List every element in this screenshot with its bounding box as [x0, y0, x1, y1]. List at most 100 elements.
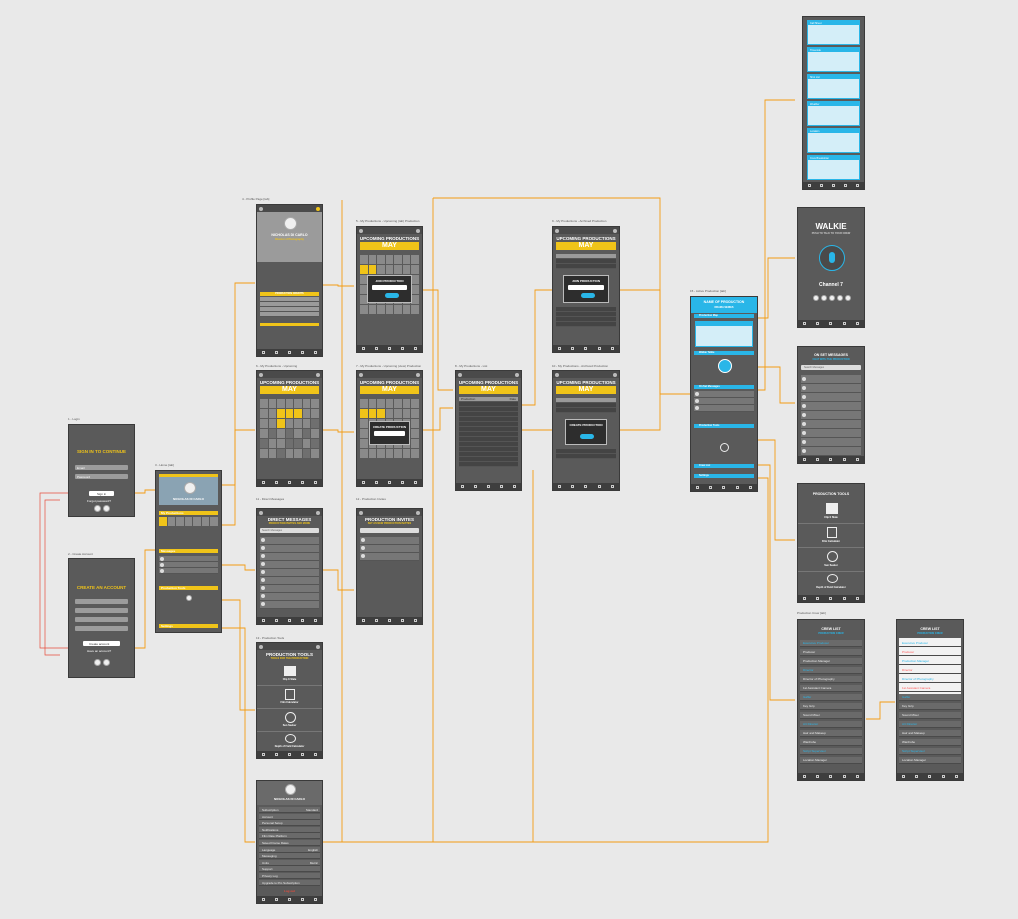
table-row[interactable]: [459, 457, 518, 462]
crew-row[interactable]: Wardrobe: [800, 739, 862, 746]
table-row[interactable]: [459, 437, 518, 442]
list-item[interactable]: [159, 562, 218, 568]
crew-row[interactable]: Director: [800, 667, 862, 674]
list-item[interactable]: [260, 545, 319, 553]
crew-row[interactable]: Sound Mixer: [899, 712, 961, 719]
crew-row[interactable]: Wardrobe: [899, 739, 961, 746]
dialog-input[interactable]: [568, 285, 604, 290]
login-signin-button[interactable]: Sign in: [89, 491, 114, 496]
list-item[interactable]: [260, 593, 319, 601]
crew-row[interactable]: Producer: [800, 649, 862, 656]
crew-row[interactable]: Location Manager: [899, 757, 961, 764]
crew-row[interactable]: Location Manager: [800, 757, 862, 764]
crew-row[interactable]: Sound Mixer: [800, 712, 862, 719]
create-name-field[interactable]: [75, 599, 128, 604]
table-row[interactable]: [556, 322, 616, 327]
google-icon[interactable]: [103, 505, 110, 512]
section-thumbnail[interactable]: Timecode: [807, 47, 860, 72]
settings-item[interactable]: Messaging: [259, 853, 320, 860]
crew-row[interactable]: Art Director: [800, 721, 862, 728]
table-row[interactable]: [556, 408, 616, 413]
list-item[interactable]: [801, 402, 861, 411]
home-section-tools[interactable]: Production Tools: [159, 586, 218, 590]
list-item[interactable]: [694, 391, 754, 398]
create-email-field[interactable]: [75, 608, 128, 613]
crew-row[interactable]: Key Grip: [800, 703, 862, 710]
search-input[interactable]: Search Messages: [260, 528, 319, 533]
tool-dof[interactable]: Depth of Field Calculator: [798, 572, 864, 594]
create-have-account[interactable]: Have an account?: [87, 649, 112, 653]
table-row[interactable]: [459, 402, 518, 407]
section-thumbnail[interactable]: Crew Breakdown: [807, 155, 860, 180]
crew-row[interactable]: Hair and Makeup: [800, 730, 862, 737]
home-section-settings[interactable]: Settings: [159, 624, 218, 628]
crew-row[interactable]: Gaffer: [899, 694, 961, 701]
create-button[interactable]: [580, 434, 594, 439]
table-row[interactable]: [459, 412, 518, 417]
table-row[interactable]: [556, 454, 616, 459]
channel-dot[interactable]: [829, 295, 835, 301]
list-item[interactable]: [694, 398, 754, 405]
crew-row[interactable]: Script Supervisor: [800, 748, 862, 755]
table-row[interactable]: [556, 259, 616, 264]
tool-dof[interactable]: Depth of Field Calculator: [257, 732, 322, 752]
crew-row[interactable]: Production Manager: [800, 658, 862, 665]
list-item[interactable]: [801, 375, 861, 384]
crew-row[interactable]: Hair and Makeup: [899, 730, 961, 737]
list-item[interactable]: [260, 553, 319, 561]
crew-row[interactable]: Executive Producer: [899, 640, 961, 647]
settings-item[interactable]: Film Rate Platform: [259, 833, 320, 840]
section-map[interactable]: Production Map: [694, 314, 754, 318]
list-item[interactable]: [801, 384, 861, 393]
section-thumbnail[interactable]: Shot List: [807, 74, 860, 99]
table-row[interactable]: [556, 264, 616, 269]
tool-sun[interactable]: Sun Seeker: [798, 548, 864, 572]
list-item[interactable]: [801, 411, 861, 420]
list-item[interactable]: [260, 585, 319, 593]
dialog-input[interactable]: [374, 431, 405, 436]
crew-row[interactable]: Director: [899, 667, 961, 674]
channel-dot[interactable]: [845, 295, 851, 301]
settings-item[interactable]: Account: [259, 813, 320, 820]
table-row[interactable]: [556, 449, 616, 454]
list-item[interactable]: [360, 553, 419, 561]
section-walkie[interactable]: Walkie Talkie: [694, 351, 754, 355]
list-item[interactable]: [801, 438, 861, 447]
join-button[interactable]: [385, 293, 399, 298]
crew-row[interactable]: 1st Assistant Camera: [899, 685, 961, 692]
section-tools[interactable]: Production Tools: [694, 424, 754, 428]
list-item[interactable]: [801, 429, 861, 438]
create-password-field[interactable]: [75, 617, 128, 622]
section-settings[interactable]: Settings: [694, 474, 754, 478]
channel-dot[interactable]: [821, 295, 827, 301]
tool-slate[interactable]: Clip It Slate: [798, 500, 864, 524]
table-row[interactable]: [556, 403, 616, 408]
table-row[interactable]: [459, 427, 518, 432]
create-confirm-field[interactable]: [75, 626, 128, 631]
list-item[interactable]: [260, 569, 319, 577]
login-forgot-link[interactable]: Forgot password?: [87, 499, 112, 503]
table-row[interactable]: [459, 432, 518, 437]
calendar-grid[interactable]: [260, 399, 319, 458]
crew-row[interactable]: Key Grip: [899, 703, 961, 710]
join-button[interactable]: [581, 293, 595, 298]
table-row[interactable]: [556, 312, 616, 317]
crew-row[interactable]: Script Supervisor: [899, 748, 961, 755]
list-item[interactable]: [260, 561, 319, 569]
slate-icon[interactable]: [186, 595, 192, 601]
home-profile-card[interactable]: NICHOLAS DI CARLO: [159, 477, 218, 505]
list-item[interactable]: [360, 545, 419, 553]
channel-dot[interactable]: [813, 295, 819, 301]
list-item[interactable]: [801, 447, 861, 456]
login-email-field[interactable]: Email: [75, 465, 128, 470]
create-account-button[interactable]: Create account: [83, 641, 120, 646]
table-row[interactable]: [459, 447, 518, 452]
dialog-input[interactable]: [372, 285, 407, 290]
section-thumbnail[interactable]: Location: [807, 128, 860, 153]
settings-item[interactable]: Saved Frame Rates: [259, 840, 320, 846]
settings-item[interactable]: Privacy Log: [259, 873, 320, 879]
microphone-icon[interactable]: [718, 359, 732, 373]
crew-row[interactable]: Art Director: [899, 721, 961, 728]
map-thumbnail[interactable]: [695, 321, 753, 347]
